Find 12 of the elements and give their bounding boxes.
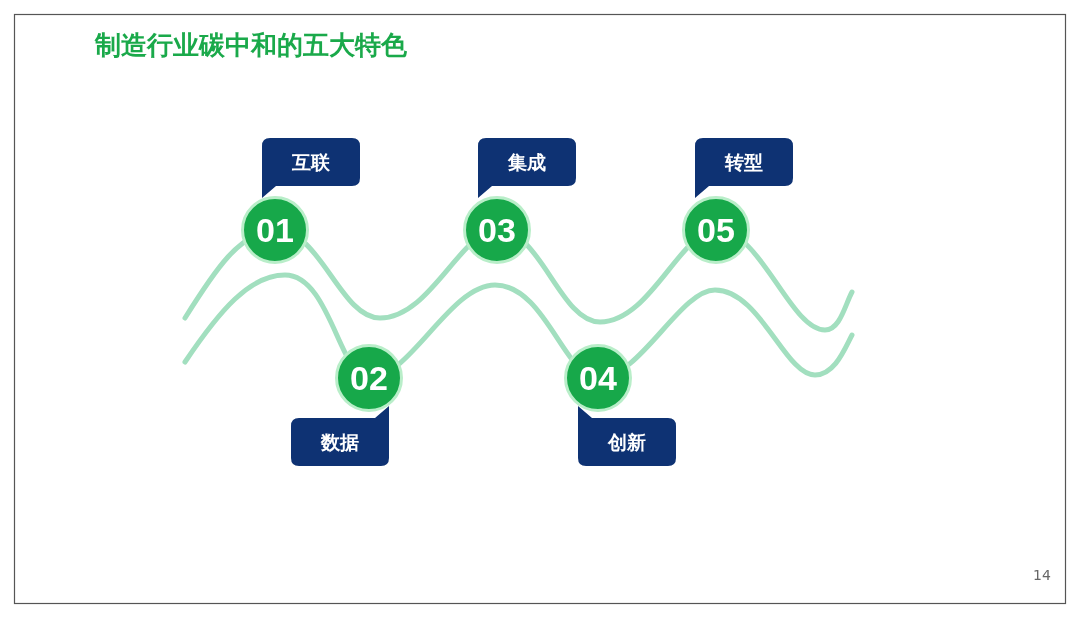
page-number: 14 xyxy=(1033,567,1051,583)
callout-box: 创新 xyxy=(578,406,677,466)
title: 制造行业碳中和的五大特色 xyxy=(95,29,407,62)
number-circle: 03 xyxy=(463,196,531,264)
number-circle: 05 xyxy=(682,196,750,264)
number-circle: 01 xyxy=(241,196,309,264)
number-circle: 04 xyxy=(564,344,632,412)
callout-box: 集成 xyxy=(478,138,577,198)
callout-box: 互联 xyxy=(262,138,361,198)
callout-box: 数据 xyxy=(291,406,390,466)
callout-box: 转型 xyxy=(695,138,794,198)
number-circle: 02 xyxy=(335,344,403,412)
